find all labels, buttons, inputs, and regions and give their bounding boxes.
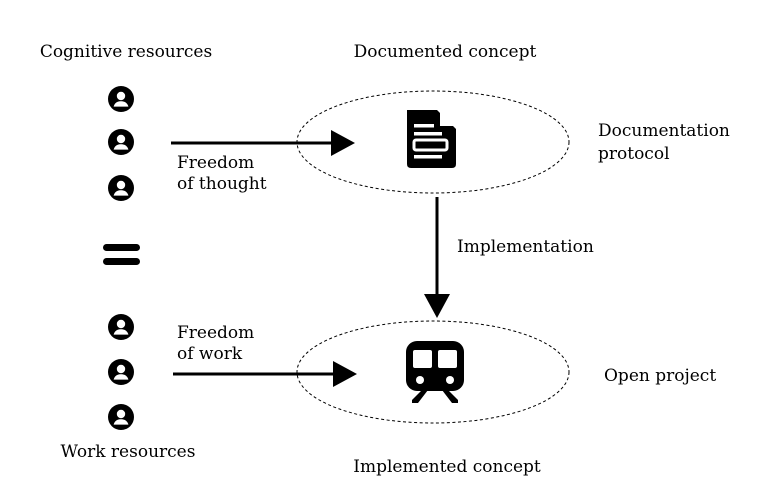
documented-concept-label: Documented concept — [353, 42, 537, 62]
open-project-label: Open project — [604, 366, 717, 386]
document-icon — [407, 109, 457, 168]
person-icon-work-1 — [108, 314, 134, 340]
person-icon-cognitive-2 — [108, 129, 134, 155]
freedom-of-thought-label-line2: of thought — [177, 174, 267, 194]
person-icon-work-2 — [108, 359, 134, 385]
person-icon-cognitive-1 — [108, 86, 134, 112]
freedom-of-work-label-line1: Freedom — [177, 323, 255, 343]
freedom-of-work-arrow — [173, 361, 357, 387]
freedom-of-thought-label-line1: Freedom — [177, 153, 255, 173]
work-resources-label: Work resources — [60, 442, 196, 462]
person-icon-cognitive-3 — [108, 175, 134, 201]
implementation-arrow — [424, 197, 450, 318]
cognitive-resources-label: Cognitive resources — [39, 42, 213, 62]
documentation-protocol-label-line1: Documentation — [598, 121, 730, 141]
freedom-of-thought-arrow — [171, 130, 355, 156]
implemented-concept-label: Implemented concept — [353, 457, 541, 477]
equals-icon — [103, 244, 140, 265]
train-icon — [406, 341, 464, 403]
freedom-of-work-label-line2: of work — [177, 344, 243, 364]
implemented-concept-ellipse — [296, 320, 570, 424]
documentation-protocol-label-line2: protocol — [598, 144, 670, 164]
person-icon-work-3 — [108, 404, 134, 430]
implementation-label: Implementation — [457, 237, 594, 257]
